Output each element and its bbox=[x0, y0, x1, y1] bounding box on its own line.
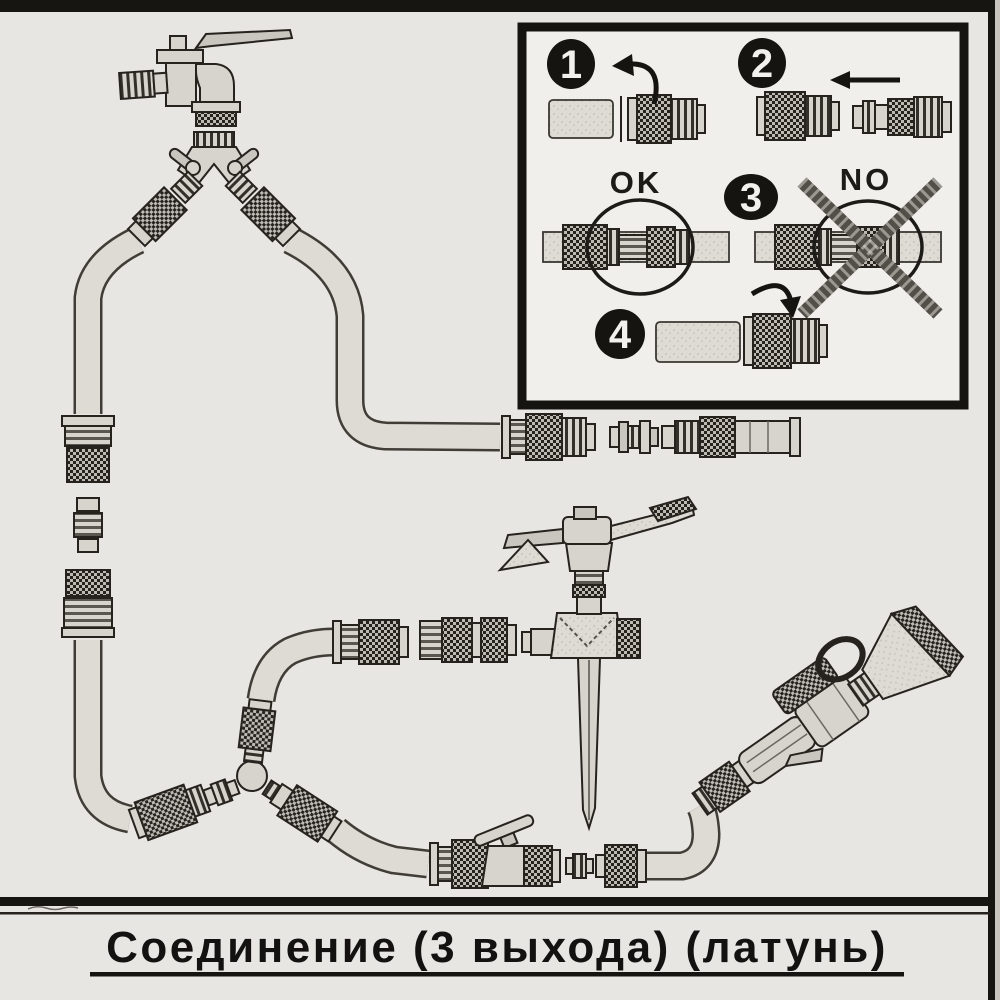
gun-trigger bbox=[784, 747, 824, 768]
gun-nozzle-rim bbox=[889, 605, 965, 678]
step-3-badge bbox=[724, 174, 778, 220]
nozzle-piece bbox=[852, 96, 952, 138]
connector-valve-inlet bbox=[429, 839, 489, 889]
caption-text: Соединение (3 выхода) (латунь) bbox=[106, 923, 888, 972]
no-label: NO bbox=[840, 162, 893, 197]
tap-spout bbox=[195, 63, 235, 103]
coupling-upper bbox=[237, 698, 277, 765]
spray-gun bbox=[691, 605, 965, 817]
step-1-badge bbox=[547, 39, 595, 89]
rotate-arrow-4 bbox=[750, 283, 794, 303]
rotate-arrow-1 bbox=[627, 61, 659, 105]
three-way-junction bbox=[127, 698, 343, 843]
sprinkler-arm-tail bbox=[648, 495, 698, 523]
adapter-left bbox=[73, 497, 103, 553]
step-1-number: 1 bbox=[560, 43, 582, 87]
step-4-illustration bbox=[655, 283, 828, 369]
step-3-number: 3 bbox=[740, 176, 762, 220]
hoses bbox=[73, 226, 721, 881]
connector-middle-right bbox=[419, 617, 517, 663]
coupling-lower-left bbox=[127, 783, 212, 842]
frame-right-bar bbox=[988, 0, 995, 1000]
adapter-valve-outlet bbox=[565, 853, 594, 879]
step-2-illustration bbox=[756, 71, 952, 141]
tap-outlet-thread bbox=[195, 111, 237, 127]
step-2-number: 2 bbox=[751, 42, 773, 86]
rotate-arrow-4-head bbox=[780, 296, 801, 318]
push-arrow-head bbox=[830, 71, 850, 89]
frame-top-bar bbox=[0, 0, 1000, 12]
step-2-badge bbox=[738, 38, 786, 88]
rotate-arrow-1-head bbox=[612, 54, 634, 76]
two-way-splitter bbox=[126, 131, 302, 248]
sprinkler-deflector bbox=[497, 538, 550, 572]
connector-left-top bbox=[61, 415, 115, 483]
connector-top-quick bbox=[661, 416, 801, 458]
impulse-sprinkler bbox=[497, 495, 698, 615]
tap-lever-handle bbox=[193, 28, 294, 50]
sprinkler-head bbox=[562, 516, 612, 545]
step-4-number: 4 bbox=[609, 313, 632, 357]
no-circle bbox=[812, 199, 924, 295]
splitter-left-outlet-connector bbox=[126, 170, 204, 248]
adapter-lower-left bbox=[201, 778, 241, 807]
step-4-badge bbox=[595, 309, 645, 359]
splitter-left-valve-handle bbox=[168, 147, 201, 176]
connector-left-bottom bbox=[61, 569, 115, 638]
junction-hub bbox=[236, 760, 268, 792]
tap-wall-connector bbox=[118, 69, 169, 101]
shutoff-valve bbox=[473, 814, 561, 887]
splitter-right-outlet-connector bbox=[224, 170, 302, 248]
caption: Соединение (3 выхода) (латунь) bbox=[90, 923, 904, 977]
gun-hang-ring bbox=[815, 636, 866, 683]
tap-bonnet bbox=[156, 49, 204, 64]
connector-top-hose-end bbox=[501, 413, 596, 461]
connector-gun-hose bbox=[595, 844, 647, 888]
ok-connection bbox=[542, 198, 730, 296]
instruction-inset: 1 2 bbox=[517, 22, 969, 410]
ok-label: OK bbox=[610, 165, 663, 200]
ok-circle bbox=[585, 198, 695, 296]
coupling-lower-right bbox=[261, 779, 343, 843]
frame-divider-line bbox=[0, 912, 990, 915]
tap-body bbox=[165, 62, 197, 107]
adapter-top bbox=[609, 420, 659, 454]
splitter-collar bbox=[193, 131, 235, 148]
step-1-illustration bbox=[548, 54, 706, 144]
sprinkler-left-arm bbox=[502, 527, 564, 550]
frame-right-edge bbox=[995, 0, 1000, 1000]
splitter-right-valve-handle bbox=[227, 147, 260, 176]
no-connection bbox=[754, 177, 943, 319]
frame-bottom-bar bbox=[0, 897, 990, 906]
caption-underline bbox=[90, 972, 904, 977]
handwritten-mark bbox=[27, 905, 79, 911]
no-cross bbox=[797, 177, 943, 319]
connector-middle-left bbox=[332, 619, 409, 665]
tap-assembly bbox=[118, 28, 294, 127]
